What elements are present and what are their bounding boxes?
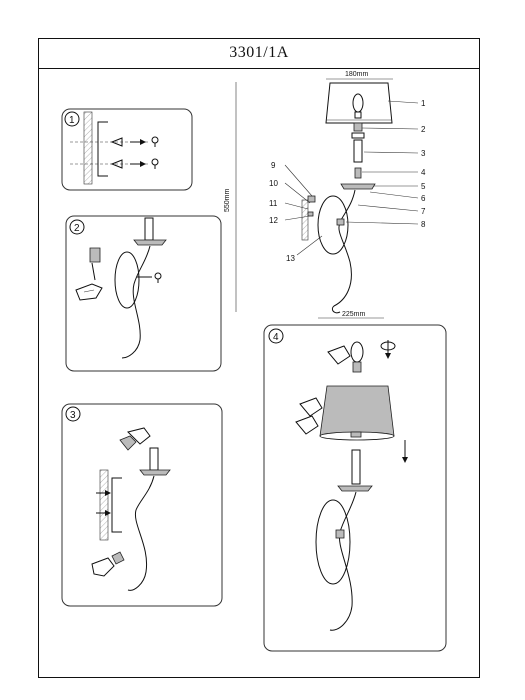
wall <box>301 199 309 241</box>
product-drawing: 550mm 180mm 225mm <box>224 71 426 319</box>
step-1-number: 1 <box>69 115 75 126</box>
candle-tube <box>353 139 363 163</box>
arm <box>329 491 357 631</box>
part-label-8: 8 <box>421 220 426 229</box>
screw-icon <box>110 136 159 169</box>
part-label-9: 9 <box>271 161 276 170</box>
part-label-13: 13 <box>286 254 295 263</box>
arm <box>121 245 151 359</box>
height-dimension: 550mm <box>224 188 231 212</box>
part-label-2: 2 <box>421 125 426 134</box>
title-bar: 3301/1A <box>39 39 479 69</box>
part-label-5: 5 <box>421 182 426 191</box>
bulb-holder <box>353 122 363 132</box>
bulb-icon <box>350 341 364 373</box>
part-label-1: 1 <box>421 99 426 108</box>
part-label-7: 7 <box>421 207 426 216</box>
hand-icon <box>75 247 103 301</box>
page-title: 3301/1A <box>229 44 289 61</box>
step-4-panel: 4 <box>263 324 447 652</box>
part-label-3: 3 <box>421 149 426 158</box>
rotate-icon <box>380 340 396 359</box>
backplate <box>114 251 140 309</box>
mounting-bracket <box>111 477 122 533</box>
wall <box>83 111 93 185</box>
step-3-panel: 3 <box>61 403 223 607</box>
part-label-6: 6 <box>421 194 426 203</box>
backplate <box>317 195 349 255</box>
lamp-shade <box>325 82 393 124</box>
hand-icon <box>295 345 351 435</box>
step-1-panel: 1 <box>61 108 193 191</box>
part-label-12: 12 <box>269 216 278 225</box>
step-4-number: 4 <box>273 332 279 343</box>
step-2-panel: 2 <box>65 215 222 372</box>
wall <box>99 469 109 541</box>
arm <box>331 189 356 314</box>
step-3-number: 3 <box>70 410 76 421</box>
part-label-4: 4 <box>421 168 426 177</box>
candle-tube <box>351 449 361 485</box>
shade-width-dimension: 180mm <box>345 71 369 78</box>
part-label-11: 11 <box>269 199 278 208</box>
lamp-shade <box>319 385 395 437</box>
step-2-number: 2 <box>74 223 80 234</box>
arm <box>127 475 155 591</box>
backplate <box>315 499 351 585</box>
drip-plate <box>340 183 376 190</box>
instruction-sheet: 3301/1A <box>38 38 480 678</box>
hand-icon <box>91 427 151 577</box>
mounting-bracket <box>97 121 108 177</box>
screw-icon <box>137 272 162 283</box>
depth-dimension: 225mm <box>342 311 366 318</box>
drip-plate <box>337 485 373 492</box>
part-label-10: 10 <box>269 179 278 188</box>
